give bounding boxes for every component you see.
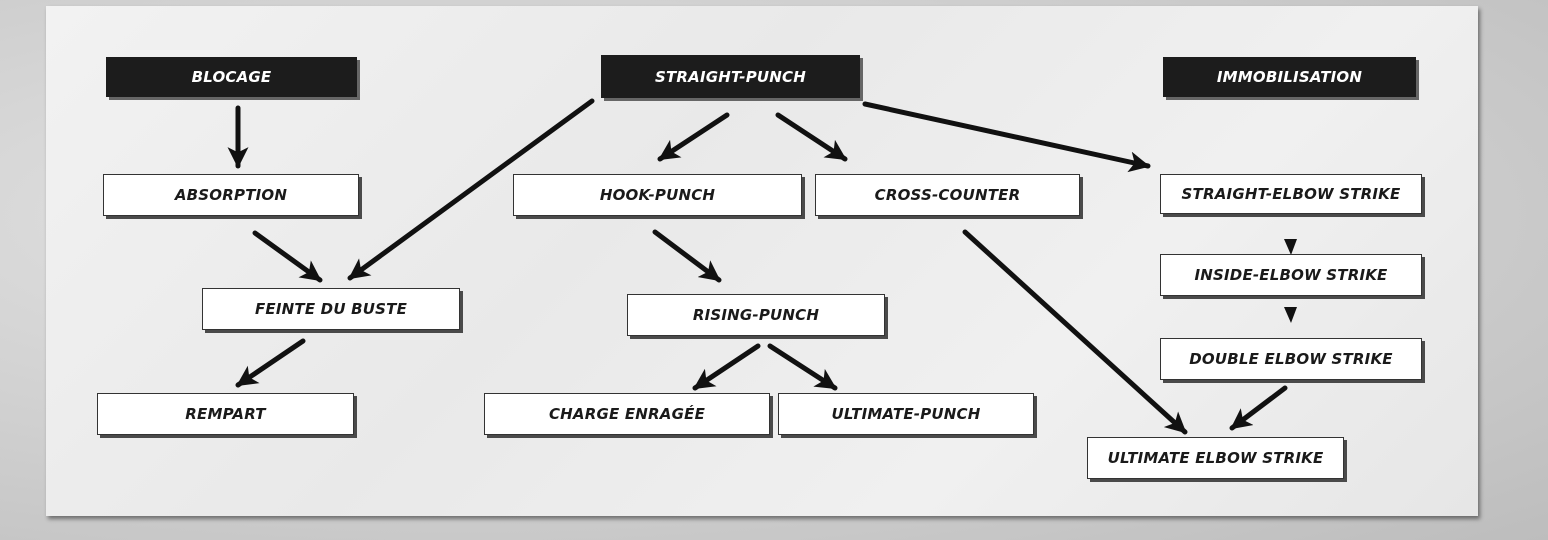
node-ultimate-elbow-strike: ULTIMATE ELBOW STRIKE [1087,437,1344,479]
arrow-straight-punch-to-hook-punch [657,112,730,162]
arrow-absorption-to-feinte-du-buste [252,230,323,283]
arrowhead-inside-elbow-to-double-elbow [1284,307,1297,323]
node-charge-enragee: CHARGE ENRAGÉE [484,393,770,435]
arrow-rising-punch-to-charge-enragee [692,343,761,391]
arrow-straight-punch-to-feinte-du-buste [347,98,595,281]
arrow-double-elbow-strike-to-ultimate-elbow-strike [1229,385,1288,431]
node-double-elbow-strike: DOUBLE ELBOW STRIKE [1160,338,1422,380]
node-cross-counter: CROSS-COUNTER [815,174,1080,216]
arrow-rising-punch-to-ultimate-punch [767,343,838,391]
arrow-hook-punch-to-rising-punch [652,229,722,283]
node-rising-punch: RISING-PUNCH [627,294,885,336]
node-rempart: REMPART [97,393,354,435]
node-hook-punch: HOOK-PUNCH [513,174,802,216]
node-absorption: ABSORPTION [103,174,359,216]
node-straight-elbow-strike: STRAIGHT-ELBOW STRIKE [1160,174,1422,214]
arrow-cross-counter-to-ultimate-elbow-strike [962,229,1188,435]
node-ultimate-punch: ULTIMATE-PUNCH [778,393,1034,435]
arrow-feinte-du-buste-to-rempart [235,338,306,388]
node-blocage: BLOCAGE [106,57,357,97]
node-inside-elbow-strike: INSIDE-ELBOW STRIKE [1160,254,1422,296]
node-feinte-du-buste: FEINTE DU BUSTE [202,288,460,330]
arrow-straight-punch-to-cross-counter [775,112,848,162]
node-straight-punch: STRAIGHT-PUNCH [601,55,860,98]
node-immobilisation: IMMOBILISATION [1163,57,1416,97]
arrowhead-straight-elbow-to-inside-elbow [1284,239,1297,255]
arrow-straight-punch-to-straight-elbow-strike [862,101,1151,173]
